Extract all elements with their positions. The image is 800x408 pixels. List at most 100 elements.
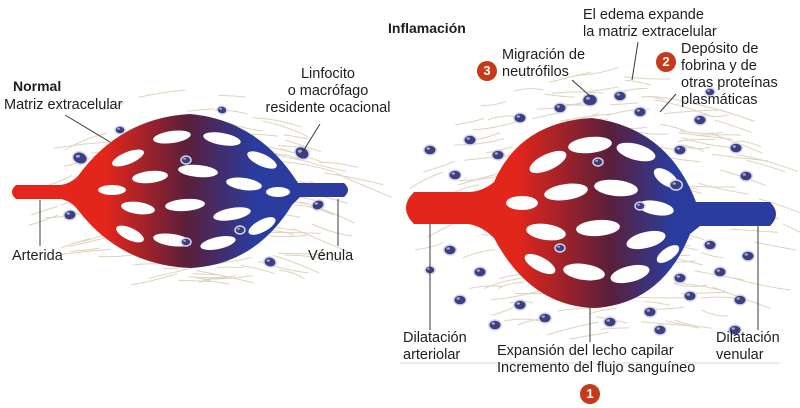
inflammation-title: Inflamación bbox=[388, 20, 466, 36]
matrix-fiber bbox=[454, 118, 485, 126]
matrix-fiber bbox=[28, 214, 59, 227]
matrix-label: Matriz extracelular bbox=[4, 97, 123, 113]
neutrophil-cell bbox=[491, 149, 505, 161]
neutrophil-cell bbox=[463, 134, 477, 146]
matrix-fiber bbox=[491, 305, 517, 316]
matrix-fiber bbox=[665, 320, 700, 329]
matrix-fiber bbox=[44, 213, 81, 219]
matrix-fiber bbox=[262, 120, 308, 138]
matrix-fiber bbox=[569, 331, 610, 340]
leader-migration bbox=[571, 79, 591, 97]
neutrophil-cell bbox=[634, 201, 646, 211]
resident-cell bbox=[263, 256, 277, 268]
matrix-fiber bbox=[746, 160, 786, 173]
neutrophil-cell bbox=[554, 243, 566, 253]
matrix-fiber bbox=[490, 288, 545, 301]
neutrophil-cell bbox=[538, 312, 552, 324]
matrix-fiber bbox=[700, 104, 756, 123]
neutrophil-cell bbox=[643, 306, 657, 318]
matrix-fiber bbox=[187, 108, 215, 112]
matrix-fiber bbox=[462, 249, 495, 259]
cells-layer bbox=[63, 87, 755, 336]
neutrophil-cell bbox=[673, 272, 687, 284]
resident-cell bbox=[216, 105, 228, 115]
matrix-fiber bbox=[700, 251, 724, 258]
leader-matrix bbox=[64, 114, 111, 143]
resident-cell bbox=[180, 155, 192, 165]
matrix-fiber bbox=[610, 102, 639, 106]
matrix-fiber bbox=[700, 296, 737, 299]
neutrophil-cell bbox=[448, 169, 462, 181]
matrix-fiber bbox=[696, 134, 741, 136]
matrix-fiber bbox=[31, 206, 58, 216]
matrix-fiber bbox=[654, 99, 714, 118]
neutrophil-cell bbox=[741, 250, 755, 262]
inflamed-capillary-gaps bbox=[506, 136, 680, 284]
matrix-fiber bbox=[283, 254, 342, 263]
matrix-fiber bbox=[131, 273, 178, 286]
neutrophil-cell bbox=[703, 239, 717, 251]
cell-label: Linfocito o macrófago residente ocaciona… bbox=[265, 66, 391, 116]
matrix-fiber bbox=[409, 171, 444, 190]
neutrophil-cell bbox=[613, 90, 627, 102]
neutrophil-cell bbox=[592, 157, 604, 167]
normal-capillary-gaps bbox=[98, 130, 290, 250]
resident-cell bbox=[63, 209, 77, 221]
matrix-fiber bbox=[415, 242, 444, 251]
matrix-fiber bbox=[178, 279, 212, 283]
matrix-fiber bbox=[469, 285, 503, 289]
matrix-fiber bbox=[634, 296, 688, 299]
matrix-fiber bbox=[700, 309, 728, 317]
neutrophil-cell bbox=[729, 142, 743, 154]
matrix-fiber bbox=[546, 321, 599, 336]
matrix-fiber bbox=[196, 270, 255, 284]
neutrophil-cell bbox=[513, 299, 527, 311]
matrix-fiber bbox=[188, 275, 237, 279]
matrix-fiber bbox=[680, 130, 723, 134]
matrix-fiber bbox=[651, 306, 685, 310]
matrix-fiber bbox=[483, 277, 524, 289]
resident-cell bbox=[311, 199, 325, 211]
resident-cell bbox=[114, 125, 126, 135]
matrix-fiber bbox=[754, 241, 797, 251]
venule-label: Vénula bbox=[308, 248, 354, 264]
neutrophil-cell bbox=[653, 324, 667, 336]
neutrophil-cell bbox=[728, 324, 742, 336]
matrix-fiber bbox=[736, 154, 799, 173]
matrix-fiber bbox=[647, 95, 702, 107]
matrix-fiber bbox=[678, 132, 733, 140]
matrix-fiber bbox=[588, 308, 617, 315]
normal-capillary-bed bbox=[12, 114, 348, 268]
matrix-fiber bbox=[70, 247, 100, 252]
matrix-fiber bbox=[148, 266, 198, 279]
leader-cell bbox=[301, 123, 321, 154]
matrix-fiber bbox=[284, 153, 347, 172]
neutrophil-cell bbox=[443, 244, 457, 256]
neutrophil-cell bbox=[488, 319, 502, 331]
matrix-fiber bbox=[736, 140, 762, 148]
neutrophil-cell bbox=[683, 290, 697, 302]
matrix-fiber bbox=[299, 201, 356, 224]
arteriole-label: Arterida bbox=[12, 248, 63, 264]
matrix-fiber bbox=[551, 91, 604, 94]
matrix-fiber bbox=[64, 132, 107, 151]
matrix-fiber bbox=[278, 160, 336, 173]
matrix-fiber bbox=[98, 101, 125, 111]
matrix-fiber bbox=[703, 114, 730, 117]
matrix-fiber bbox=[283, 134, 308, 140]
step-badge-3: 3 bbox=[477, 61, 497, 81]
matrix-fiber bbox=[473, 132, 501, 141]
neutrophil-cell bbox=[453, 294, 467, 306]
neutrophil-cell bbox=[669, 179, 683, 191]
matrix-fiber bbox=[624, 76, 671, 80]
matrix-fiber bbox=[587, 86, 619, 93]
matrix-fiber bbox=[714, 119, 753, 133]
step-badge-2: 2 bbox=[656, 52, 676, 72]
matrix-fiber bbox=[138, 89, 186, 98]
matrix-fiber bbox=[454, 138, 505, 146]
neutrophil-cell bbox=[733, 294, 747, 306]
migration-label: Migración de neutrófilos bbox=[502, 47, 586, 80]
neutrophil-cell bbox=[739, 170, 753, 182]
neutrophil-cell bbox=[693, 114, 707, 126]
